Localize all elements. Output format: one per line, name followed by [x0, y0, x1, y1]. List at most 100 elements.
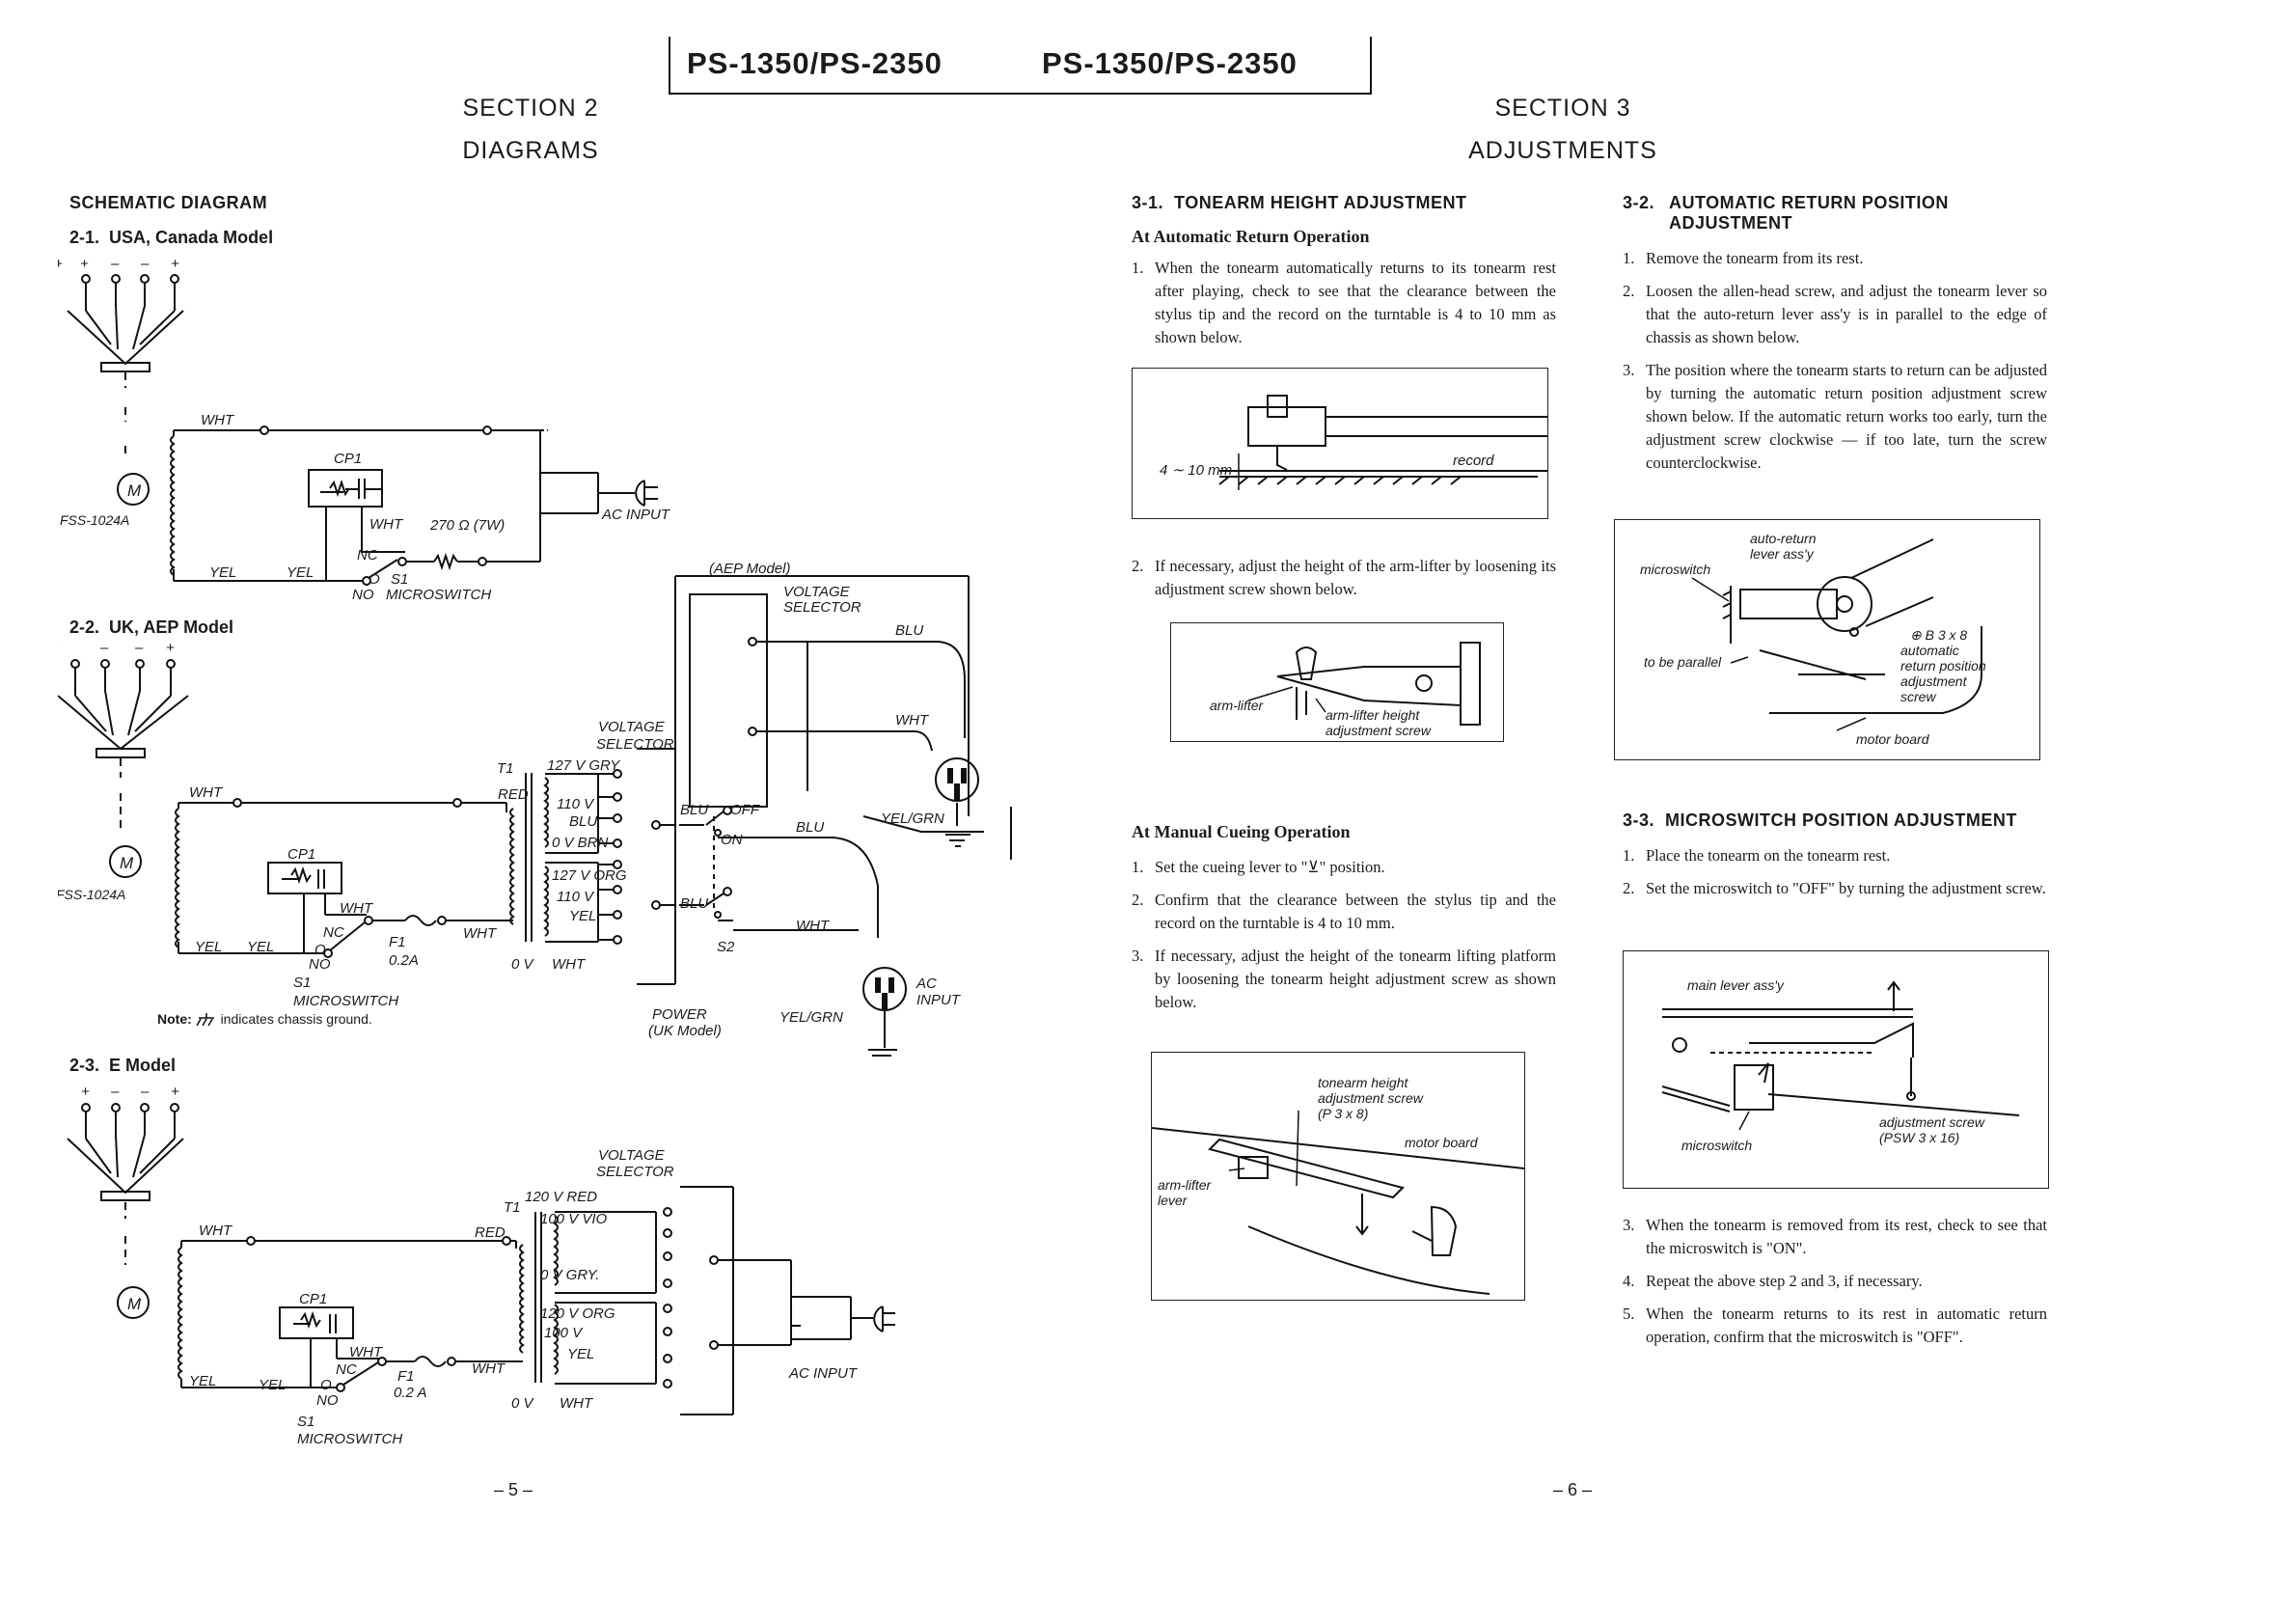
svg-text:–: –	[110, 256, 120, 272]
svg-text:NC: NC	[323, 924, 344, 941]
svg-text:adjustment screw: adjustment screw	[1326, 723, 1432, 738]
svg-text:+: +	[58, 256, 63, 272]
chassis-ground-note: Note: indicates chassis ground.	[157, 1011, 372, 1027]
subheading-manual-cueing: At Manual Cueing Operation	[1132, 822, 1351, 841]
svg-text:tonearm height: tonearm height	[1318, 1075, 1409, 1090]
svg-text:+: +	[166, 640, 175, 656]
section-2-title: DIAGRAMS	[462, 137, 599, 164]
svg-text:0.2 A: 0.2 A	[394, 1385, 426, 1401]
figure-arm-lifter: arm-lifter arm-lifter height adjustment …	[1170, 622, 1504, 742]
section-3-title: ADJUSTMENTS	[1468, 137, 1657, 164]
svg-text:YEL: YEL	[189, 1373, 216, 1389]
svg-text:(PSW 3 x 16): (PSW 3 x 16)	[1879, 1130, 1959, 1145]
svg-text:100 V: 100 V	[544, 1325, 584, 1341]
header-title-left: PS-1350/PS-2350	[687, 46, 943, 80]
svg-text:adjustment: adjustment	[1900, 673, 1968, 689]
figure-stylus-clearance: 4 ∼ 10 mm record	[1132, 368, 1548, 519]
svg-text:–: –	[140, 256, 150, 272]
svg-text:WHT: WHT	[560, 1395, 594, 1412]
svg-text:127 V GRY: 127 V GRY	[547, 757, 620, 774]
svg-text:–: –	[134, 640, 144, 656]
svg-text:CP1: CP1	[334, 451, 362, 467]
svg-text:lever: lever	[1158, 1193, 1189, 1208]
svg-text:0.2A: 0.2A	[389, 952, 419, 969]
svg-text:YEL/GRN: YEL/GRN	[881, 810, 944, 827]
header-title-right: PS-1350/PS-2350	[1042, 46, 1298, 80]
section-2-label: SECTION 2	[462, 95, 599, 122]
svg-text:F1: F1	[389, 934, 406, 950]
step-3-3-4: 4.Repeat the above step 2 and 3, if nece…	[1623, 1272, 1923, 1290]
step-3-2-2: 2.Loosen the allen-head screw, and adjus…	[1623, 282, 2047, 346]
schematic-heading: SCHEMATIC DIAGRAM	[69, 193, 268, 212]
svg-text:S2: S2	[717, 939, 735, 955]
svg-text:VOLTAGE: VOLTAGE	[598, 719, 666, 735]
heading-3-1: 3-1. TONEARM HEIGHT ADJUSTMENT	[1132, 193, 1467, 212]
svg-text:MICROSWITCH: MICROSWITCH	[293, 993, 398, 1009]
svg-text:arm-lifter: arm-lifter	[1158, 1177, 1213, 1193]
svg-text:110 V: 110 V	[557, 796, 595, 812]
motor-label-1: FSS-1024A	[60, 512, 129, 528]
svg-text:microswitch: microswitch	[1681, 1138, 1752, 1153]
svg-text:POWER: POWER	[652, 1006, 707, 1023]
svg-text:YEL: YEL	[195, 939, 222, 955]
svg-text:T1: T1	[504, 1199, 521, 1216]
svg-text:120 V RED: 120 V RED	[525, 1189, 597, 1205]
step-3-1-m2: 2.Confirm that the clearance between the…	[1132, 891, 1556, 932]
svg-text:YEL: YEL	[287, 564, 314, 581]
svg-text:+: +	[171, 1084, 179, 1100]
svg-text:MICROSWITCH: MICROSWITCH	[386, 587, 491, 603]
sub-2-2: 2-2. UK, AEP Model	[69, 618, 234, 637]
svg-text:CP1: CP1	[287, 846, 315, 863]
schematic-e-model: +– –+ M WHT CP1 YEL YEL WHT NC O NO F1 0…	[67, 1084, 895, 1445]
svg-text:WHT: WHT	[552, 956, 587, 973]
svg-text:O: O	[320, 1377, 332, 1393]
section-3-1: 3-1. TONEARM HEIGHT ADJUSTMENT At Automa…	[1132, 193, 1556, 359]
svg-text:100 V VIO: 100 V VIO	[540, 1211, 608, 1227]
svg-text:270 Ω (7W): 270 Ω (7W)	[429, 517, 505, 534]
sub-2-1: 2-1. USA, Canada Model	[69, 228, 274, 247]
svg-text:(UK Model): (UK Model)	[648, 1023, 722, 1039]
svg-text:to be parallel: to be parallel	[1644, 654, 1722, 670]
svg-text:INPUT: INPUT	[916, 992, 962, 1008]
svg-text:WHT: WHT	[369, 516, 404, 533]
svg-text:–: –	[110, 1084, 120, 1100]
svg-text:+: +	[171, 256, 179, 272]
svg-text:lever ass'y: lever ass'y	[1750, 546, 1815, 562]
step-3-3-3: 3.When the tonearm is removed from its r…	[1623, 1216, 2047, 1257]
svg-text:SELECTOR: SELECTOR	[596, 1164, 674, 1180]
svg-text:adjustment screw: adjustment screw	[1879, 1114, 1985, 1130]
step-3-3-2: 2.Set the microswitch to "OFF" by turnin…	[1623, 879, 2046, 897]
step-3-3-1: 1.Place the tonearm on the tonearm rest.	[1623, 846, 1891, 865]
svg-text:NO: NO	[309, 956, 331, 973]
sub-2-3: 2-3. E Model	[69, 1056, 177, 1075]
svg-text:O: O	[314, 942, 326, 958]
schematic-usa-canada: + + +– –+ M FSS-1024A WHT CP1 YEL YEL WH…	[58, 256, 671, 603]
svg-text:BLU: BLU	[796, 819, 824, 836]
svg-text:CP1: CP1	[299, 1291, 327, 1307]
svg-text:WHT: WHT	[340, 900, 374, 917]
svg-text:YEL: YEL	[567, 1346, 594, 1362]
svg-text:screw: screw	[1900, 689, 1936, 704]
svg-text:AC: AC	[916, 975, 937, 992]
svg-text:motor board: motor board	[1856, 731, 1930, 747]
svg-text:SELECTOR: SELECTOR	[783, 599, 861, 616]
svg-text:AC INPUT: AC INPUT	[788, 1365, 859, 1382]
svg-text:0 V: 0 V	[511, 956, 535, 973]
step-3-1-m1: 1.Set the cueing lever to "⊻" position.	[1132, 858, 1385, 876]
svg-text:0 V: 0 V	[511, 1395, 535, 1412]
section-3-1-manual: At Manual Cueing Operation 1.Set the cue…	[1132, 822, 1556, 1024]
svg-text:motor board: motor board	[1405, 1135, 1479, 1150]
section-3-3-steps: 3.When the tonearm is removed from its r…	[1623, 1214, 2047, 1359]
svg-text:BLU: BLU	[569, 813, 597, 830]
svg-text:YEL: YEL	[209, 564, 236, 581]
svg-text:110 V: 110 V	[557, 889, 595, 905]
svg-text:4 ∼ 10 mm: 4 ∼ 10 mm	[1160, 462, 1232, 479]
svg-text:RED: RED	[498, 786, 529, 803]
svg-text:YEL: YEL	[247, 939, 274, 955]
svg-text:NC: NC	[357, 547, 378, 563]
section-3-3: 3-3. MICROSWITCH POSITION ADJUSTMENT 1.P…	[1623, 810, 2047, 910]
step-3-1-2: 2.If necessary, adjust the height of the…	[1132, 557, 1556, 598]
header-frame	[669, 37, 1372, 95]
svg-text:120 V ORG: 120 V ORG	[540, 1305, 615, 1322]
svg-text:S1: S1	[293, 975, 311, 991]
